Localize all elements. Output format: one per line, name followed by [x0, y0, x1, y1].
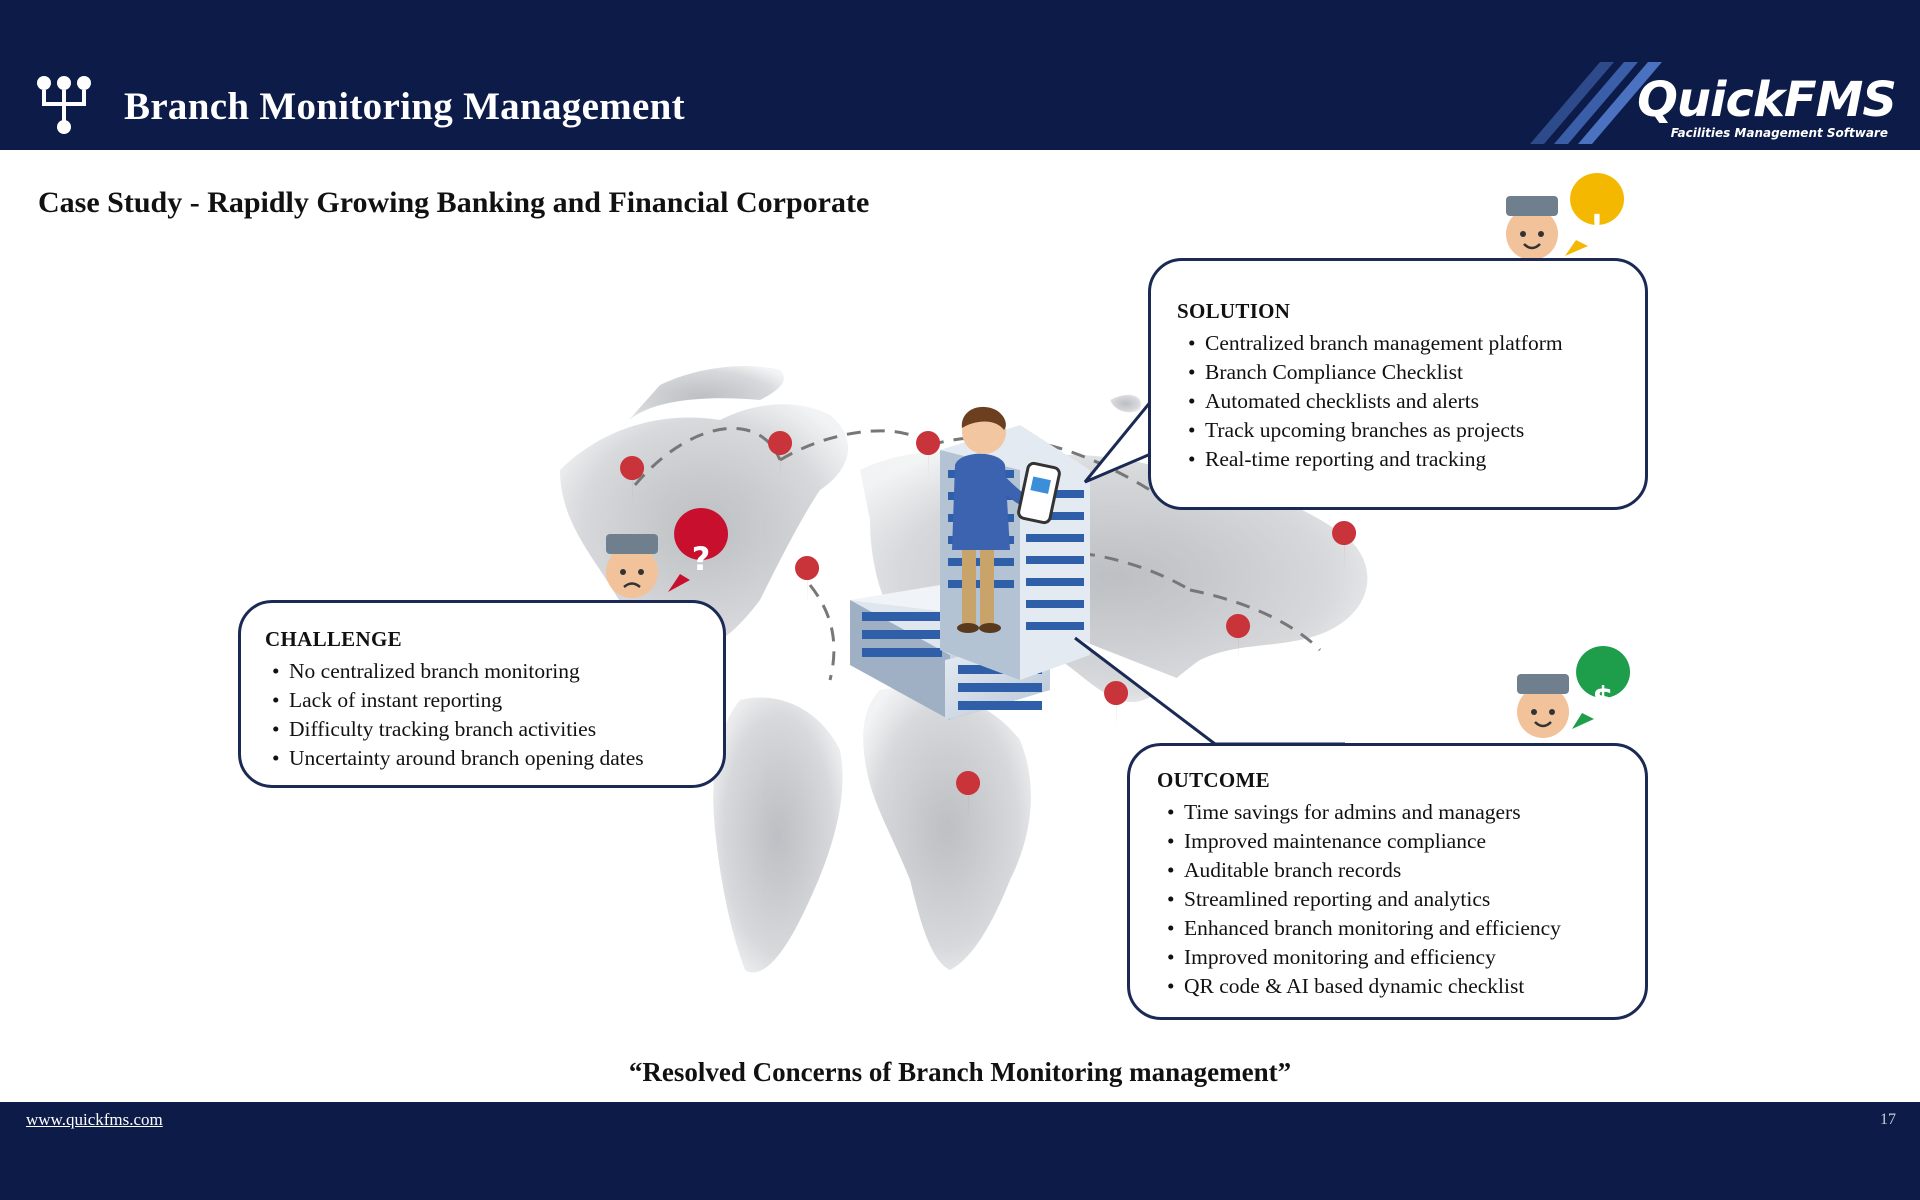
website-link[interactable]: www.quickfms.com	[26, 1110, 163, 1129]
alert-badge-icon: !	[1565, 173, 1625, 256]
logo-tagline: Facilities Management Software	[1670, 126, 1888, 140]
solution-box: SOLUTION Centralized branch management p…	[1148, 258, 1648, 510]
challenge-list: No centralized branch monitoring Lack of…	[263, 657, 644, 773]
hierarchy-icon	[37, 76, 91, 134]
list-item: Automated checklists and alerts	[1188, 387, 1563, 416]
list-item: Streamlined reporting and analytics	[1167, 885, 1561, 914]
dollar-badge-icon: $	[1572, 646, 1631, 729]
list-item: Track upcoming branches as projects	[1188, 416, 1563, 445]
solution-pointer	[1083, 399, 1161, 484]
svg-text:?: ?	[692, 540, 711, 578]
list-item: Centralized branch management platform	[1188, 329, 1563, 358]
challenge-heading: CHALLENGE	[265, 627, 402, 651]
page-title: Branch Monitoring Management	[124, 85, 685, 128]
question-badge-icon: ?	[668, 508, 729, 592]
solution-list: Centralized branch management platform B…	[1179, 329, 1563, 474]
footer-bar	[0, 1102, 1920, 1200]
list-item: Improved maintenance compliance	[1167, 827, 1561, 856]
quickfms-logo[interactable]: QuickFMS Facilities Management Software	[1510, 56, 1910, 146]
outcome-list: Time savings for admins and managers Imp…	[1158, 798, 1561, 1001]
summary-quote: “Resolved Concerns of Branch Monitoring …	[628, 1057, 1292, 1087]
list-item: QR code & AI based dynamic checklist	[1167, 972, 1561, 1001]
solution-heading: SOLUTION	[1177, 299, 1291, 323]
list-item: Time savings for admins and managers	[1167, 798, 1561, 827]
svg-text:!: !	[1590, 209, 1604, 244]
list-item: Enhanced branch monitoring and efficienc…	[1167, 914, 1561, 943]
case-study-subtitle: Case Study - Rapidly Growing Banking and…	[38, 186, 870, 219]
list-item: Improved monitoring and efficiency	[1167, 943, 1561, 972]
outcome-heading: OUTCOME	[1157, 768, 1270, 792]
svg-text:$: $	[1593, 681, 1614, 716]
list-item: Uncertainty around branch opening dates	[272, 744, 644, 773]
list-item: Auditable branch records	[1167, 856, 1561, 885]
list-item: Difficulty tracking branch activities	[272, 715, 644, 744]
person-with-tablet	[952, 406, 1061, 633]
outcome-box: OUTCOME Time savings for admins and mana…	[1127, 743, 1648, 1020]
challenge-box: CHALLENGE No centralized branch monitori…	[238, 600, 726, 788]
list-item: Branch Compliance Checklist	[1188, 358, 1563, 387]
list-item: Lack of instant reporting	[272, 686, 644, 715]
location-pins	[620, 431, 1357, 820]
list-item: Real-time reporting and tracking	[1188, 445, 1563, 474]
logo-stripes	[1530, 62, 1662, 144]
logo-text: QuickFMS	[1637, 72, 1897, 128]
page-number: 17	[1880, 1111, 1896, 1128]
list-item: No centralized branch monitoring	[272, 657, 644, 686]
